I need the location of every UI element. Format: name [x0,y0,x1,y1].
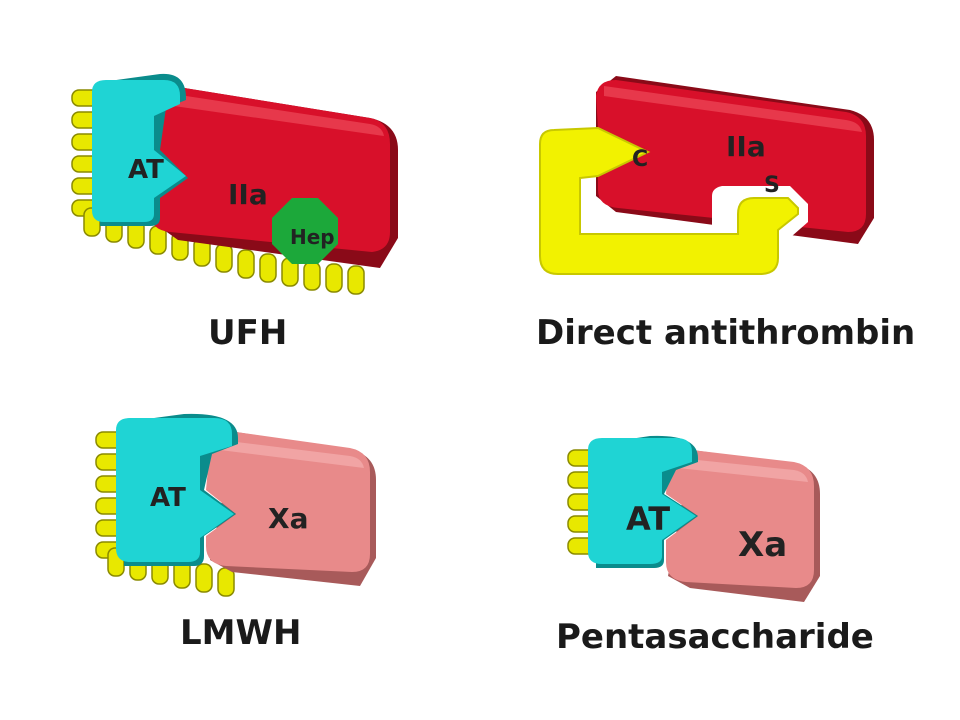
lmwh-at-block [116,413,238,566]
direct-inhibitor-molecule [539,126,799,275]
direct-c-label: C [632,147,648,172]
heparin-fragment-octagon [272,198,338,264]
panel-lmwh: AT Xa LMWH [95,413,376,653]
lmwh-caption: LMWH [180,613,301,653]
ufh-caption: UFH [208,313,287,353]
panel-direct-antithrombin: C IIa S Direct antithrombin [536,76,915,353]
panel-ufh: AT IIa Hep UFH [71,73,398,353]
penta-at-block [588,435,698,568]
ufh-enzyme-label: IIa [228,178,268,211]
direct-s-label: S [764,173,780,198]
penta-xa-block [666,450,820,602]
direct-caption: Direct antithrombin [536,313,915,353]
ufh-at-label: AT [128,155,164,185]
panel-pentasaccharide: AT Xa Pentasaccharide [556,435,874,657]
antithrombin-block [92,73,188,226]
penta-caption: Pentasaccharide [556,617,874,657]
lmwh-enzyme-label: Xa [268,502,308,535]
penta-at-label: AT [626,500,670,538]
direct-enzyme-label: IIa [726,130,766,163]
lmwh-at-label: AT [150,483,186,513]
ufh-hep-label: Hep [290,225,335,249]
penta-enzyme-label: Xa [738,525,787,565]
lmwh-xa-block [206,432,376,586]
